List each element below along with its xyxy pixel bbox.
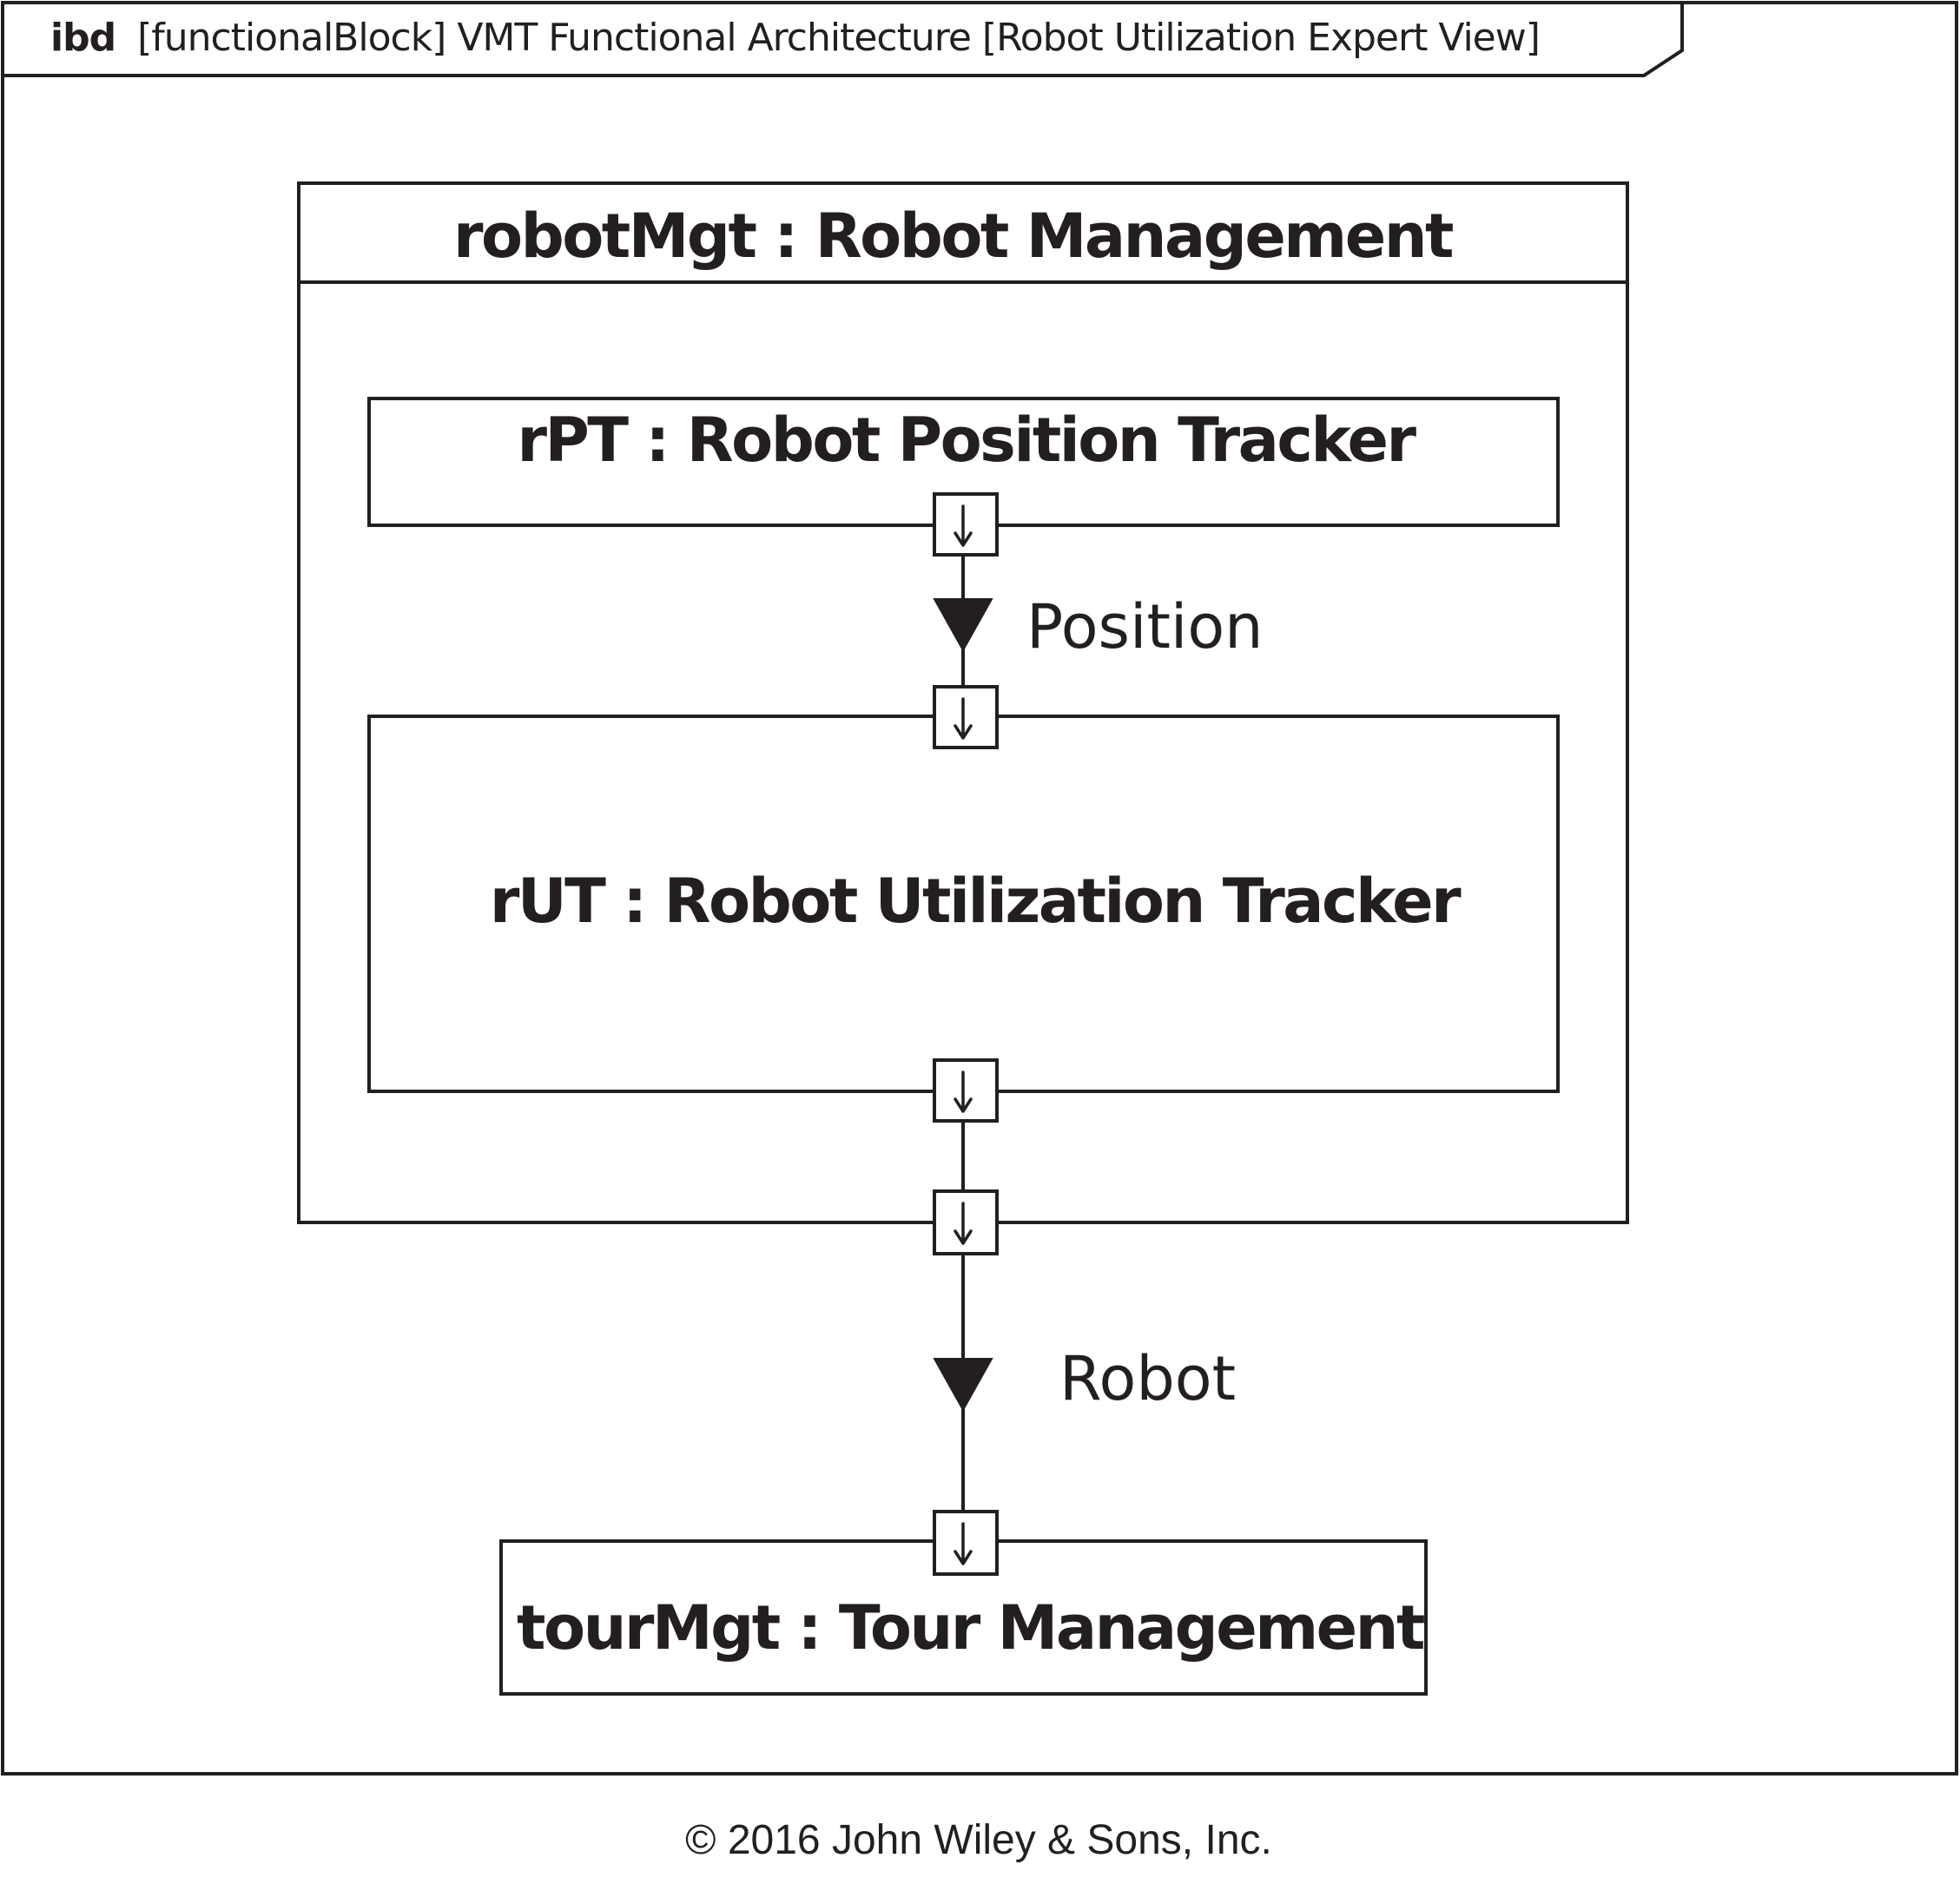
tour-management-title: tourMgt : Tour Management [517,1592,1424,1664]
rpt-out-port[interactable] [933,492,999,557]
port-down-arrow-icon [954,1202,973,1245]
robot-flow-label: Robot [1059,1343,1236,1414]
robot-flow-arrowhead-icon [933,1358,993,1413]
position-flow-arrowhead-icon [933,598,993,653]
frame-title-text: [functionalBlock] VMT Functional Archite… [137,16,1540,60]
port-down-arrow-icon [954,1522,973,1565]
rut-in-port[interactable] [933,685,999,749]
position-flow-label: Position [1026,591,1264,662]
robot-management-title: robotMgt : Robot Management [453,201,1453,272]
copyright-notice: © 2016 John Wiley & Sons, Inc. [685,1817,1272,1863]
port-down-arrow-icon [954,1071,973,1113]
diagram-frame [1,1,1958,1776]
port-down-arrow-icon [954,504,973,547]
frame-heading-tab [3,3,1684,77]
port-down-arrow-icon [954,697,973,740]
robot-utilization-tracker-title: rUT : Robot Utilization Tracker [490,866,1462,937]
robot-utilization-tracker-block[interactable] [367,715,1560,1093]
rut-out-port[interactable] [933,1058,999,1123]
robot-position-tracker-title: rPT : Robot Position Tracker [517,405,1416,476]
frame-keyword: ibd [50,16,115,60]
robot-management-out-port[interactable] [933,1189,999,1255]
frame-heading: ibd [functionalBlock] VMT Functional Arc… [50,16,1540,60]
tour-management-in-port[interactable] [933,1510,999,1576]
